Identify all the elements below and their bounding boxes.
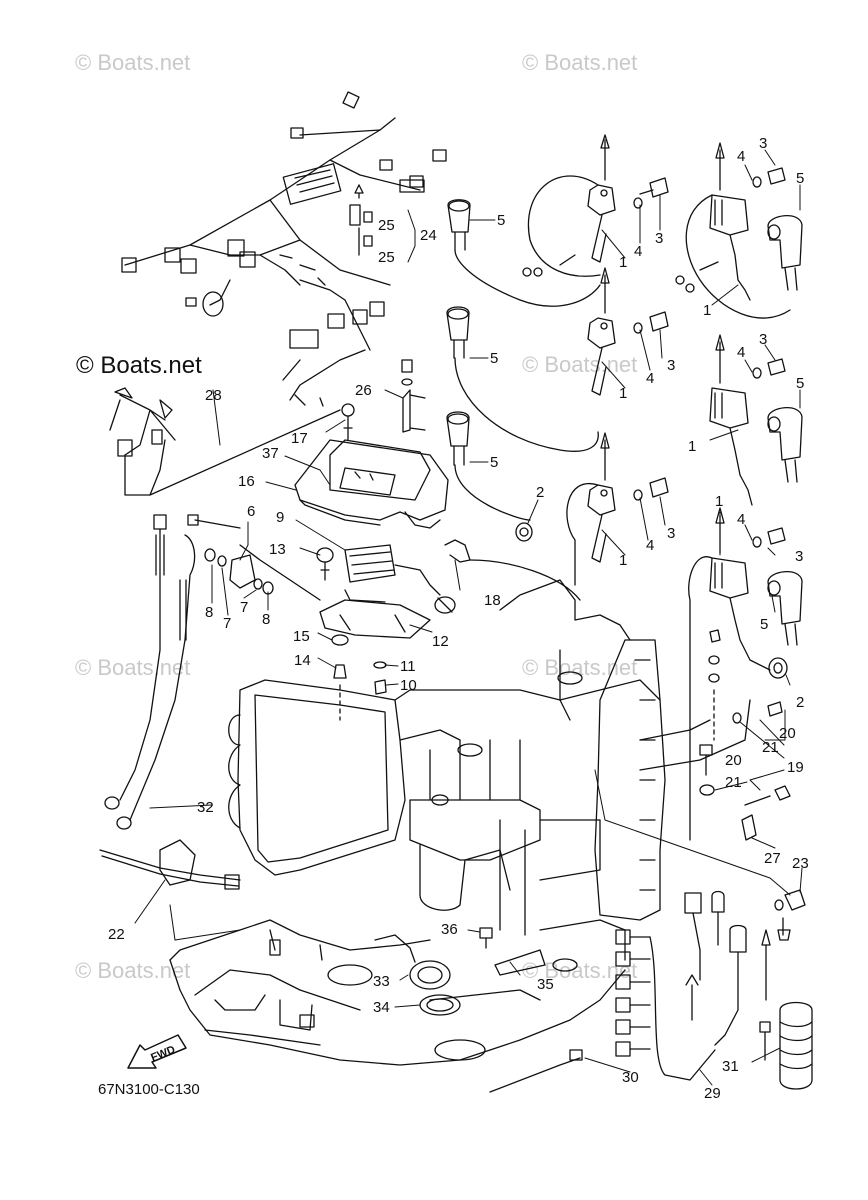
callout-4: 4 xyxy=(646,370,654,387)
callout-10: 10 xyxy=(400,677,417,694)
callout-1: 1 xyxy=(703,302,711,319)
callout-4: 4 xyxy=(634,243,642,260)
watermark: © Boats.net xyxy=(522,655,638,680)
callout-31: 31 xyxy=(722,1058,739,1075)
callout-1: 1 xyxy=(619,385,627,402)
callout-30: 30 xyxy=(622,1069,639,1086)
callout-35: 35 xyxy=(537,976,554,993)
callout-34: 34 xyxy=(373,999,390,1016)
callout-2: 2 xyxy=(536,484,544,501)
callout-5: 5 xyxy=(490,350,498,367)
callout-13: 13 xyxy=(269,541,286,558)
callout-12: 12 xyxy=(432,633,449,650)
cdi-unit xyxy=(187,514,456,721)
callout-37: 37 xyxy=(262,445,279,462)
callout-27: 27 xyxy=(764,850,781,867)
callout-3: 3 xyxy=(795,548,803,565)
callout-3: 3 xyxy=(759,331,767,348)
callout-11: 11 xyxy=(400,658,416,675)
callout-4: 4 xyxy=(737,148,745,165)
callout-17: 17 xyxy=(291,430,308,447)
callout-26: 26 xyxy=(355,382,372,399)
callout-15: 15 xyxy=(293,628,310,645)
callout-23: 23 xyxy=(792,855,809,872)
callout-32: 32 xyxy=(197,799,214,816)
diagram-code: 67N3100-C130 xyxy=(98,1081,200,1098)
callout-1: 1 xyxy=(715,493,723,510)
callout-20: 20 xyxy=(725,752,742,769)
watermark: © Boats.net xyxy=(522,50,638,75)
cover-16 xyxy=(294,359,471,563)
callout-21: 21 xyxy=(762,739,779,756)
watermark: © Boats.net xyxy=(522,352,638,377)
battery-cables xyxy=(104,514,196,830)
callout-4: 4 xyxy=(646,537,654,554)
callout-5: 5 xyxy=(490,454,498,471)
callout-18: 18 xyxy=(484,592,501,609)
callout-21: 21 xyxy=(725,774,742,791)
right-lower-parts xyxy=(639,629,806,941)
callout-19: 19 xyxy=(787,759,804,776)
callout-20: 20 xyxy=(779,725,796,742)
callout-9: 9 xyxy=(276,509,284,526)
watermark: © Boats.net xyxy=(75,655,191,680)
callout-28: 28 xyxy=(205,387,222,404)
callout-6: 6 xyxy=(247,503,255,520)
cable-tie xyxy=(99,839,241,890)
callout-36: 36 xyxy=(441,921,458,938)
callout-24: 24 xyxy=(420,227,437,244)
callout-8: 8 xyxy=(262,611,270,628)
callout-4: 4 xyxy=(737,511,745,528)
bottom-cowling xyxy=(169,919,626,1066)
callout-3: 3 xyxy=(655,230,663,247)
callout-7: 7 xyxy=(223,615,231,632)
watermark: © Boats.net xyxy=(76,352,202,379)
callout-29: 29 xyxy=(704,1085,721,1102)
callout-25: 25 xyxy=(378,249,395,266)
bottom-right-parts xyxy=(489,890,813,1093)
wiring-harness xyxy=(121,91,447,407)
watermark: © Boats.net xyxy=(75,50,191,75)
callout-16: 16 xyxy=(238,473,255,490)
callout-5: 5 xyxy=(497,212,505,229)
ignition-coils xyxy=(522,134,791,841)
callout-7: 7 xyxy=(240,599,248,616)
callout-4: 4 xyxy=(737,344,745,361)
callout-14: 14 xyxy=(294,652,311,669)
callout-3: 3 xyxy=(667,525,675,542)
callout-22: 22 xyxy=(108,926,125,943)
callout-1: 1 xyxy=(619,552,627,569)
bolts-and-washers xyxy=(515,167,788,679)
callout-3: 3 xyxy=(759,135,767,152)
engine-block xyxy=(228,559,666,972)
fwd-arrow-icon xyxy=(127,1034,187,1069)
callout-2: 2 xyxy=(796,694,804,711)
callout-5: 5 xyxy=(796,375,804,392)
callout-5: 5 xyxy=(796,170,804,187)
plug-caps xyxy=(446,199,803,646)
callout-5: 5 xyxy=(760,616,768,633)
callout-8: 8 xyxy=(205,604,213,621)
callout-1: 1 xyxy=(688,438,696,455)
callout-1: 1 xyxy=(619,254,627,271)
callout-25: 25 xyxy=(378,217,395,234)
leader-lines xyxy=(134,149,803,1086)
callout-33: 33 xyxy=(373,973,390,990)
harness-28 xyxy=(109,387,341,496)
callouts: 5 5 5 5 5 5 1 1 1 1 1 1 4 4 4 4 4 4 3 3 … xyxy=(108,135,809,1102)
callout-3: 3 xyxy=(667,357,675,374)
